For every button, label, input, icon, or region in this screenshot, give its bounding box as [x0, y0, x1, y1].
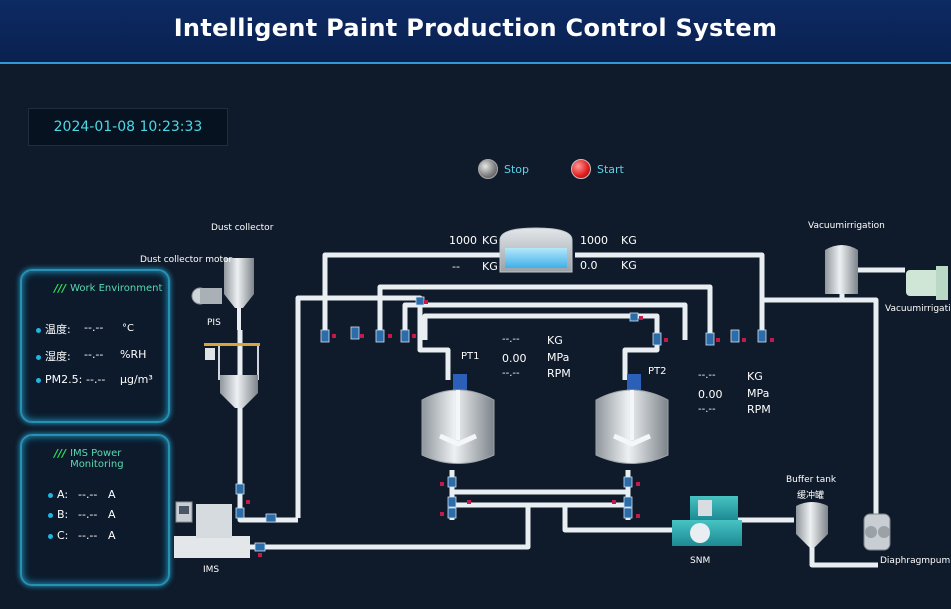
vacuum-vessel	[825, 245, 858, 294]
pt2-pressure: 0.00	[698, 388, 723, 401]
vacuum-pump	[906, 266, 948, 300]
snm-label: SNM	[690, 556, 711, 566]
pt1-pressure-unit: MPa	[547, 351, 570, 364]
pt2-speed: --.--	[698, 404, 716, 415]
top-tank	[499, 227, 573, 273]
phase-b-unit: A	[108, 508, 116, 521]
phase-c-row: C:	[48, 529, 68, 542]
pt2-speed-unit: RPM	[747, 403, 771, 416]
pt1-weight-unit: KG	[547, 334, 563, 347]
power-monitoring-panel: ///IMS Power Monitoring A: --.-- A B: --…	[20, 434, 170, 586]
stop-indicator-icon	[478, 159, 498, 179]
pis-label: PIS	[207, 318, 221, 328]
stop-button[interactable]: Stop	[478, 158, 529, 180]
stripes-icon: ///	[54, 447, 67, 460]
work-environment-title: ///Work Environment	[54, 282, 163, 295]
temperature-unit: °C	[122, 323, 134, 334]
pt1-weight: --.--	[502, 334, 520, 345]
humidity-value: --.--	[84, 348, 104, 361]
start-indicator-icon	[571, 159, 591, 179]
dust-motor	[191, 287, 222, 305]
diaphragm-pump	[863, 513, 891, 551]
pis-hopper	[204, 343, 260, 408]
work-environment-panel: ///Work Environment 温度: --.-- °C 湿度: --.…	[20, 269, 170, 423]
top-left-weight: 1000	[449, 234, 477, 247]
header-bar: Intelligent Paint Production Control Sys…	[0, 0, 951, 64]
top-right-value-unit: KG	[621, 259, 637, 272]
ims-machine	[174, 501, 250, 558]
pt2-weight: --.--	[698, 370, 716, 381]
power-monitoring-title: ///IMS Power Monitoring	[54, 447, 124, 470]
start-button[interactable]: Start	[571, 158, 624, 180]
diaphragm-label: Diaphragmpump	[880, 556, 951, 566]
pm25-row: PM2.5:	[36, 373, 82, 386]
top-right-weight: 1000	[580, 234, 608, 247]
pt1-speed-unit: RPM	[547, 367, 571, 380]
snm-machine	[672, 496, 742, 546]
pt2-pressure-unit: MPa	[747, 387, 770, 400]
dust-collector-label: Dust collector	[211, 223, 274, 233]
pt1-speed: --.--	[502, 368, 520, 379]
start-label: Start	[597, 162, 624, 176]
ims-label: IMS	[203, 565, 220, 575]
phase-a-value: --.--	[78, 488, 98, 501]
buffer-tank	[796, 502, 828, 548]
humidity-unit: %RH	[120, 348, 147, 361]
valves	[235, 296, 774, 557]
vacuum-pump-label: Vacuumirrigation	[885, 304, 951, 314]
temperature-row: 温度:	[36, 321, 71, 337]
dust-motor-label: Dust collector motor	[140, 255, 233, 265]
stripes-icon: ///	[54, 282, 67, 295]
pt2-label: PT2	[648, 366, 667, 377]
phase-a-row: A:	[48, 488, 68, 501]
top-right-value: 0.0	[580, 259, 598, 272]
pt1-label: PT1	[461, 351, 480, 362]
datetime-display: 2024-01-08 10:23:33	[28, 108, 228, 146]
top-right-weight-unit: KG	[621, 234, 637, 247]
humidity-row: 湿度:	[36, 348, 71, 364]
pt1-tank	[421, 374, 495, 464]
pt2-weight-unit: KG	[747, 370, 763, 383]
stop-label: Stop	[504, 162, 530, 176]
pt2-tank	[595, 374, 669, 464]
top-left-value: --	[452, 260, 460, 273]
phase-a-unit: A	[108, 488, 116, 501]
phase-c-unit: A	[108, 529, 116, 542]
phase-b-row: B:	[48, 508, 68, 521]
pm25-unit: μg/m³	[120, 373, 153, 386]
pm25-value: --.--	[86, 373, 106, 386]
pt1-pressure: 0.00	[502, 352, 527, 365]
phase-b-value: --.--	[78, 508, 98, 521]
page-title: Intelligent Paint Production Control Sys…	[173, 14, 778, 42]
buffer-tank-label: Buffer tank	[786, 475, 837, 485]
top-left-value-unit: KG	[482, 260, 498, 273]
vacuum-label: Vacuumirrigation	[808, 221, 885, 231]
temperature-value: --.--	[84, 321, 104, 334]
buffer-tank-cn-label: 缓冲罐	[797, 491, 825, 501]
phase-c-value: --.--	[78, 529, 98, 542]
dust-collector	[224, 258, 254, 330]
top-left-weight-unit: KG	[482, 234, 498, 247]
